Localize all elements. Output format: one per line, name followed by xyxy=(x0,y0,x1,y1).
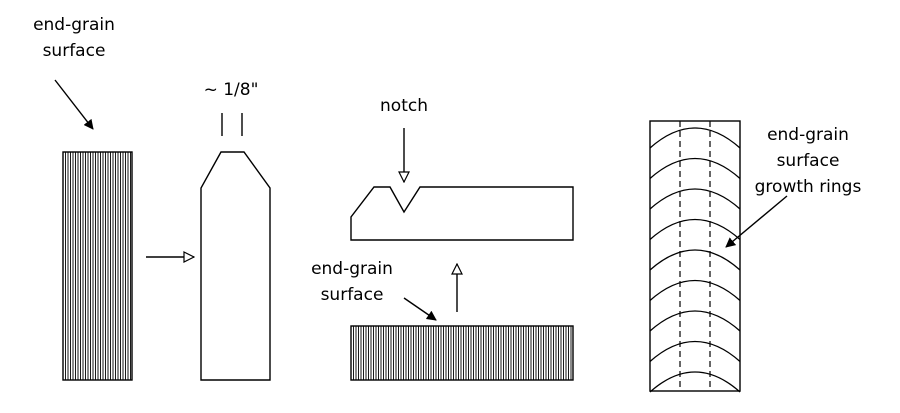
growth-rings-pointer-arrow xyxy=(725,195,788,248)
end-grain-hatching xyxy=(65,152,131,380)
end-grain-label-top-line1: end-grain xyxy=(33,15,115,35)
thickness-label: ~ 1/8" xyxy=(204,80,259,100)
growth-ring-arc xyxy=(649,127,741,149)
growth-ring-block xyxy=(649,120,741,392)
growth-rings-label-line1: end-grain xyxy=(767,125,849,145)
growth-ring-arc xyxy=(649,249,741,271)
growth-ring-arc xyxy=(649,280,741,301)
end-grain-label-middle-line2: surface xyxy=(321,285,384,305)
growth-ring-arc xyxy=(649,188,741,210)
growth-ring-arc xyxy=(649,158,741,179)
growth-rings-label: end-grain surface growth rings xyxy=(755,125,862,197)
growth-ring-arc xyxy=(649,341,741,362)
notch-label: notch xyxy=(380,96,428,116)
end-grain-pointer-arrow-middle xyxy=(403,297,437,321)
notched-specimen xyxy=(350,186,574,241)
end-grain-pointer-arrow-top xyxy=(54,79,94,130)
sharpened-specimen xyxy=(200,151,271,381)
growth-ring-arc xyxy=(649,310,741,332)
end-grain-bar xyxy=(350,325,574,381)
end-grain-label-middle-line1: end-grain xyxy=(311,259,393,279)
growth-rings-label-line2: surface xyxy=(777,151,840,171)
end-grain-label-top-line2: surface xyxy=(43,41,106,61)
growth-ring-arc xyxy=(649,219,741,240)
growth-rings-label-line3: growth rings xyxy=(755,177,862,197)
end-grain-label-middle: end-grain surface xyxy=(311,259,393,305)
growth-ring-arcs xyxy=(649,127,741,393)
end-grain-bar-hatching xyxy=(353,326,572,380)
end-grain-label-top: end-grain surface xyxy=(33,15,115,61)
growth-ring-arc xyxy=(649,371,741,393)
